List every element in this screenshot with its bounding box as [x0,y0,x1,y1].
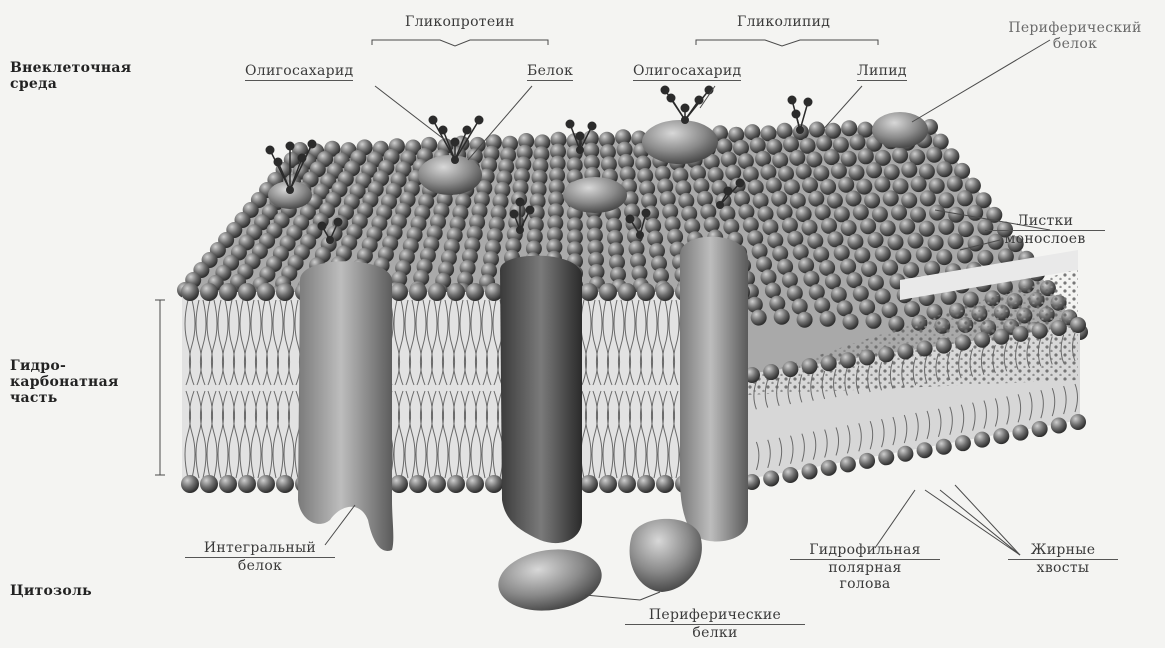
label-cytosol: Цитозоль [10,583,92,599]
label-protein: Белок [527,63,573,81]
label-extracellular: Внеклеточная среда [10,60,160,92]
peripheral-protein-bottom-right [630,519,702,592]
label-oligosaccharide-left: Олигосахарид [245,63,353,81]
label-lipid: Липид [857,63,907,81]
label-oligosaccharide-right: Олигосахарид [633,63,741,81]
peripheral-protein-bottom-left [494,543,605,617]
integral-protein-center [500,256,582,543]
label-glycoprotein: Гликопротеин [405,14,515,30]
integral-protein-left [298,261,393,551]
label-glycolipid: Гликолипид [737,14,830,30]
integral-protein-right [680,237,748,542]
